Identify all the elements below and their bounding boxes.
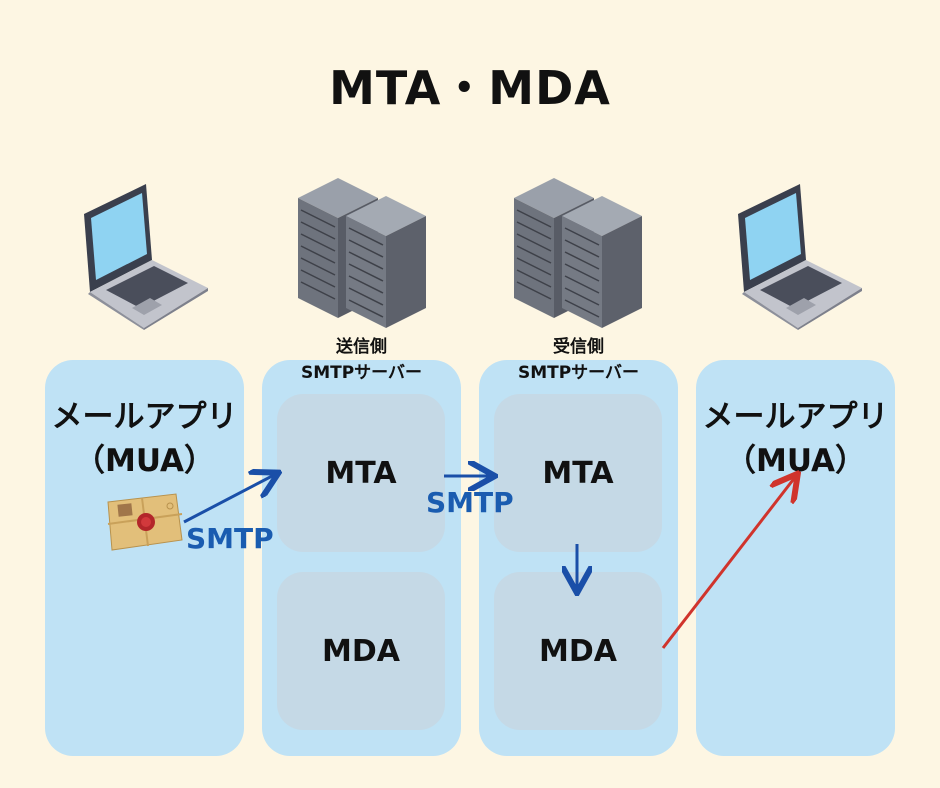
laptop-icon	[84, 184, 208, 330]
arrow-mua-to-sender-mta	[183, 474, 276, 524]
server-rack-icon	[298, 178, 426, 328]
receiver-mta-box: MTA	[494, 394, 662, 552]
diagram-title: MTA・MDA	[329, 61, 611, 115]
laptop-icon	[738, 184, 862, 330]
right-client-label-line1: メールアプリ	[702, 399, 889, 435]
sender-mda-box: MDA	[277, 572, 445, 730]
left-client-label-line2: （MUA）	[73, 443, 216, 479]
smtp-label-mta-to-mta: SMTP	[426, 486, 514, 519]
sender-server-column: MTA MDA	[262, 360, 461, 756]
receiver-caption-line1: 受信側	[553, 337, 604, 357]
left-client-label-line1: メールアプリ	[51, 399, 238, 435]
sender-mta-box: MTA	[277, 394, 445, 552]
sender-server-caption: 送信側 SMTPサーバー	[262, 334, 461, 386]
receiver-server-caption: 受信側 SMTPサーバー	[479, 334, 678, 386]
right-client-column: メールアプリ （MUA）	[696, 360, 895, 756]
sender-caption-line1: 送信側	[336, 337, 387, 357]
receiver-caption-line2: SMTPサーバー	[517, 363, 640, 383]
server-rack-icon	[514, 178, 642, 328]
smtp-label-mua-to-mta: SMTP	[186, 522, 274, 555]
receiver-mda-box: MDA	[494, 572, 662, 730]
arrow-mda-to-mua	[661, 476, 796, 649]
sender-caption-line2: SMTPサーバー	[300, 363, 423, 383]
envelope-icon	[107, 493, 183, 551]
left-client-column: メールアプリ （MUA）	[45, 360, 244, 756]
